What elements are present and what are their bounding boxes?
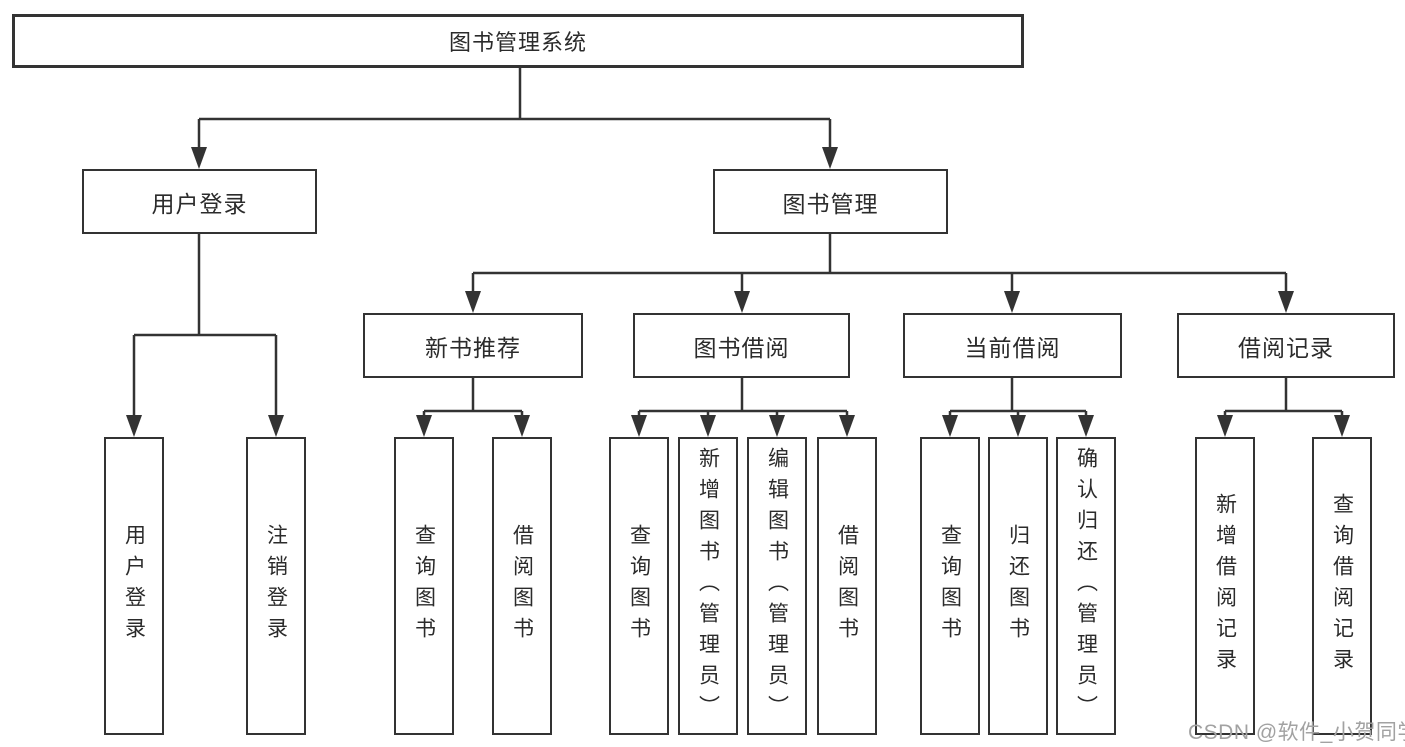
- leaf-confirm-return-admin: 确认归还（管理员）: [1056, 437, 1116, 735]
- watermark: CSDN @软件_小贺同学: [1188, 721, 1405, 744]
- leaf-return-books: 归还图书: [988, 437, 1048, 735]
- leaf-borrow-books: 借阅图书: [817, 437, 877, 735]
- node-book-management: 图书管理: [713, 169, 948, 234]
- leaf-query-borrow-record: 查询借阅记录: [1312, 437, 1372, 735]
- leaf-edit-books-admin: 编辑图书（管理员）: [747, 437, 807, 735]
- node-borrow-records: 借阅记录: [1177, 313, 1395, 378]
- leaf-add-books-admin: 新增图书（管理员）: [678, 437, 738, 735]
- node-current-borrow: 当前借阅: [903, 313, 1122, 378]
- leaf-query-books-recommend: 查询图书: [394, 437, 454, 735]
- leaf-query-books-current: 查询图书: [920, 437, 980, 735]
- leaf-user-login: 用户登录: [104, 437, 164, 735]
- arrowheads: [126, 147, 1350, 437]
- leaf-query-books-borrow: 查询图书: [609, 437, 669, 735]
- node-new-book-recommend: 新书推荐: [363, 313, 583, 378]
- leaf-borrow-books-recommend: 借阅图书: [492, 437, 552, 735]
- node-book-borrow: 图书借阅: [633, 313, 850, 378]
- node-user-login: 用户登录: [82, 169, 317, 234]
- leaf-add-borrow-record: 新增借阅记录: [1195, 437, 1255, 735]
- leaf-logout: 注销登录: [246, 437, 306, 735]
- node-library-management-system: 图书管理系统: [12, 14, 1024, 68]
